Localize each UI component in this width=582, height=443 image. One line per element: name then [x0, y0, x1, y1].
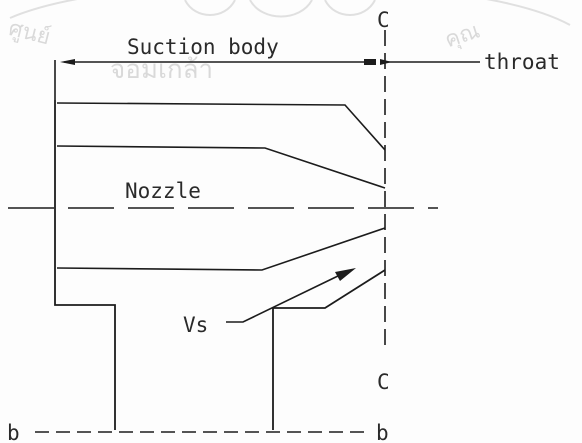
- upper-wall: [56, 102, 386, 151]
- label-suction-body: Suction body: [127, 35, 279, 59]
- dimension-arrows: [60, 59, 392, 65]
- label-vs: Vs: [183, 313, 208, 337]
- flow-arrow-icon: [335, 268, 356, 281]
- dimension-line: [54, 60, 480, 100]
- suction-body-outline: [54, 100, 386, 430]
- label-b-left: b: [7, 421, 20, 443]
- watermark-text-mid: จอมเกล้า: [110, 55, 213, 85]
- label-throat: throat: [484, 50, 560, 74]
- label-c-top: C: [377, 8, 390, 32]
- label-c-bottom: C: [377, 370, 390, 394]
- nozzle-upper-wall: [56, 145, 386, 189]
- watermark-text-right: คุณ: [442, 19, 483, 54]
- nozzle-lower-wall: [56, 227, 386, 271]
- vs-leader-line: [226, 274, 341, 323]
- watermark-text-left: ศูนย์: [6, 16, 53, 50]
- label-b-right: b: [376, 421, 389, 443]
- label-nozzle: Nozzle: [125, 179, 201, 203]
